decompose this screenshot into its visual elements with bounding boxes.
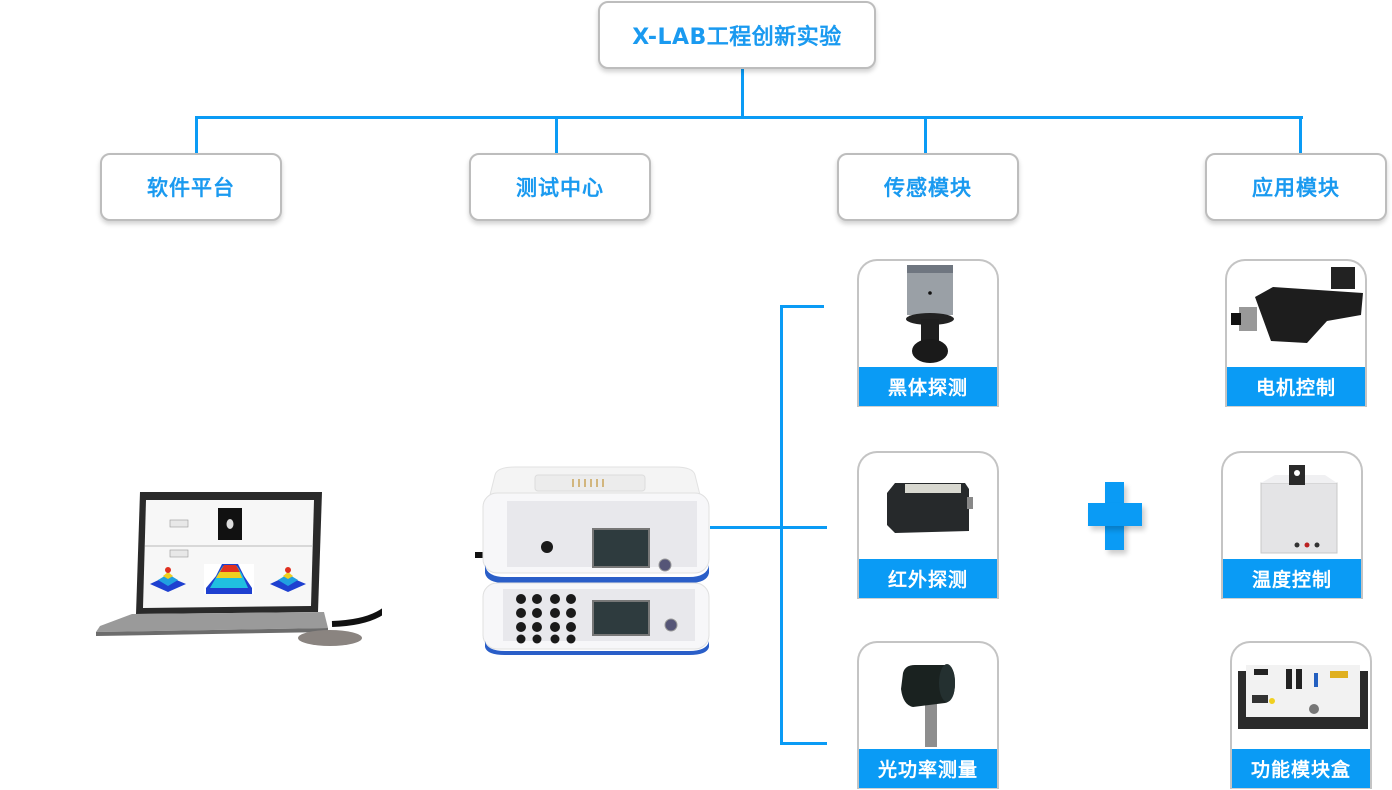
application-card-motor: 电机控制 xyxy=(1225,259,1367,407)
test-instrument-illustration xyxy=(475,466,710,655)
application-card-label: 功能模块盒 xyxy=(1232,749,1370,789)
connector-root-stem xyxy=(741,67,744,118)
sensor-card-label: 红外探测 xyxy=(859,559,997,599)
category-label: 传感模块 xyxy=(884,176,972,200)
temperature-box-icon xyxy=(1260,465,1338,554)
instrument-display xyxy=(592,600,650,636)
laptop-software-illustration xyxy=(96,492,382,646)
connector-main-horizontal xyxy=(195,116,1303,119)
connector-sensor-bus-top xyxy=(780,305,824,308)
application-card-label: 电机控制 xyxy=(1227,367,1365,407)
connector-sensor xyxy=(924,116,927,154)
connector-sensor-bus-bottom xyxy=(780,742,827,745)
sensor-card-label: 光功率测量 xyxy=(859,749,997,789)
sensor-card-optical-power: 光功率测量 xyxy=(857,641,999,789)
connector-test-center xyxy=(555,116,558,154)
jack-array xyxy=(516,594,576,644)
connector-application xyxy=(1299,116,1302,154)
input-port xyxy=(541,541,553,553)
infrared-detector-icon xyxy=(887,483,973,533)
root-node: X-LAB工程创新实验 xyxy=(598,1,876,69)
laptop-keyboard-base xyxy=(96,612,328,632)
sensor-card-infrared: 红外探测 xyxy=(857,451,999,599)
category-label: 应用模块 xyxy=(1252,176,1340,200)
circuit-board-icon xyxy=(1238,665,1368,729)
power-button xyxy=(664,618,678,632)
screen-button xyxy=(169,519,189,528)
category-node-software: 软件平台 xyxy=(100,153,282,221)
plus-icon xyxy=(1088,482,1142,550)
motor-stage-icon xyxy=(1231,267,1363,343)
connector-sensor-bus-middle xyxy=(710,526,827,529)
screen-button xyxy=(169,549,189,558)
optical-power-meter-icon xyxy=(901,664,955,747)
application-card-function-box: 功能模块盒 xyxy=(1230,641,1372,789)
blackbody-detector-icon xyxy=(906,265,954,363)
root-node-label: X-LAB工程创新实验 xyxy=(632,25,842,50)
mouse xyxy=(298,630,362,646)
usb-cable xyxy=(331,608,382,627)
application-card-temperature: 温度控制 xyxy=(1221,451,1363,599)
application-card-label: 温度控制 xyxy=(1223,559,1361,599)
connector-software xyxy=(195,116,198,154)
sensor-card-blackbody: 黑体探测 xyxy=(857,259,999,407)
category-node-test-center: 测试中心 xyxy=(469,153,651,221)
category-node-sensor: 传感模块 xyxy=(837,153,1019,221)
category-node-application: 应用模块 xyxy=(1205,153,1387,221)
sensor-card-label: 黑体探测 xyxy=(859,367,997,407)
power-button xyxy=(658,558,672,572)
instrument-display xyxy=(592,528,650,568)
connector-sensor-bus-vertical xyxy=(780,305,783,745)
category-label: 软件平台 xyxy=(147,176,235,200)
category-label: 测试中心 xyxy=(516,176,604,200)
